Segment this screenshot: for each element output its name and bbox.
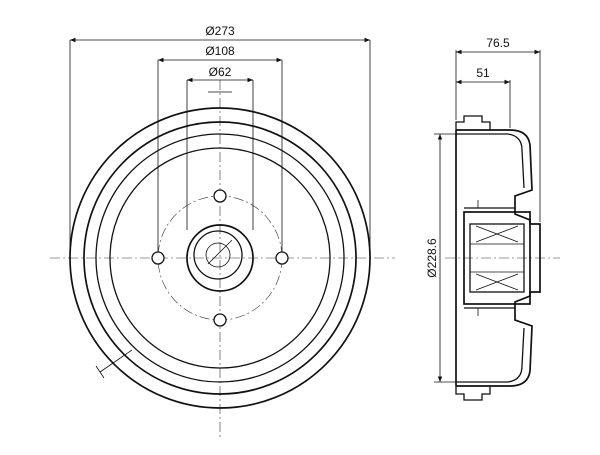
dim-total-width: 76.5 <box>486 36 510 50</box>
bolt-hole-top <box>213 189 227 203</box>
bolt-hole-bottom <box>213 313 227 327</box>
leader-tick <box>95 365 105 379</box>
drum-inner-circle <box>95 133 345 383</box>
front-view: Ø273 Ø108 Ø62 <box>50 24 395 440</box>
hub-center <box>205 242 231 268</box>
dim-outer-diameter: Ø273 <box>205 24 235 38</box>
dim-hub-diameter: Ø62 <box>209 65 232 79</box>
top-lug <box>455 115 491 130</box>
bottom-lug <box>455 386 491 401</box>
leader-line <box>99 349 133 373</box>
dim-offset: 51 <box>476 66 490 80</box>
bearing-roller-top <box>475 225 519 243</box>
bearing-roller-bottom <box>475 273 519 291</box>
drum-rim-circle <box>83 121 357 395</box>
drum-inner-profile-bottom <box>456 327 525 383</box>
side-view: 76.5 51 Ø228.6 <box>425 36 560 401</box>
bearing-block <box>469 223 525 293</box>
hub-outer <box>186 224 254 292</box>
drum-outer-profile <box>456 129 541 387</box>
hub-section-mark <box>207 239 233 265</box>
drum-face-circle <box>109 147 331 369</box>
drum-inner-profile-top <box>456 133 525 189</box>
bolt-hole-left <box>151 251 165 265</box>
hub-section <box>463 211 531 305</box>
dim-drum-diameter: Ø228.6 <box>425 238 439 278</box>
hub-bore <box>193 230 243 280</box>
dim-bolt-circle: Ø108 <box>205 44 235 58</box>
bolt-hole-right <box>275 251 289 265</box>
